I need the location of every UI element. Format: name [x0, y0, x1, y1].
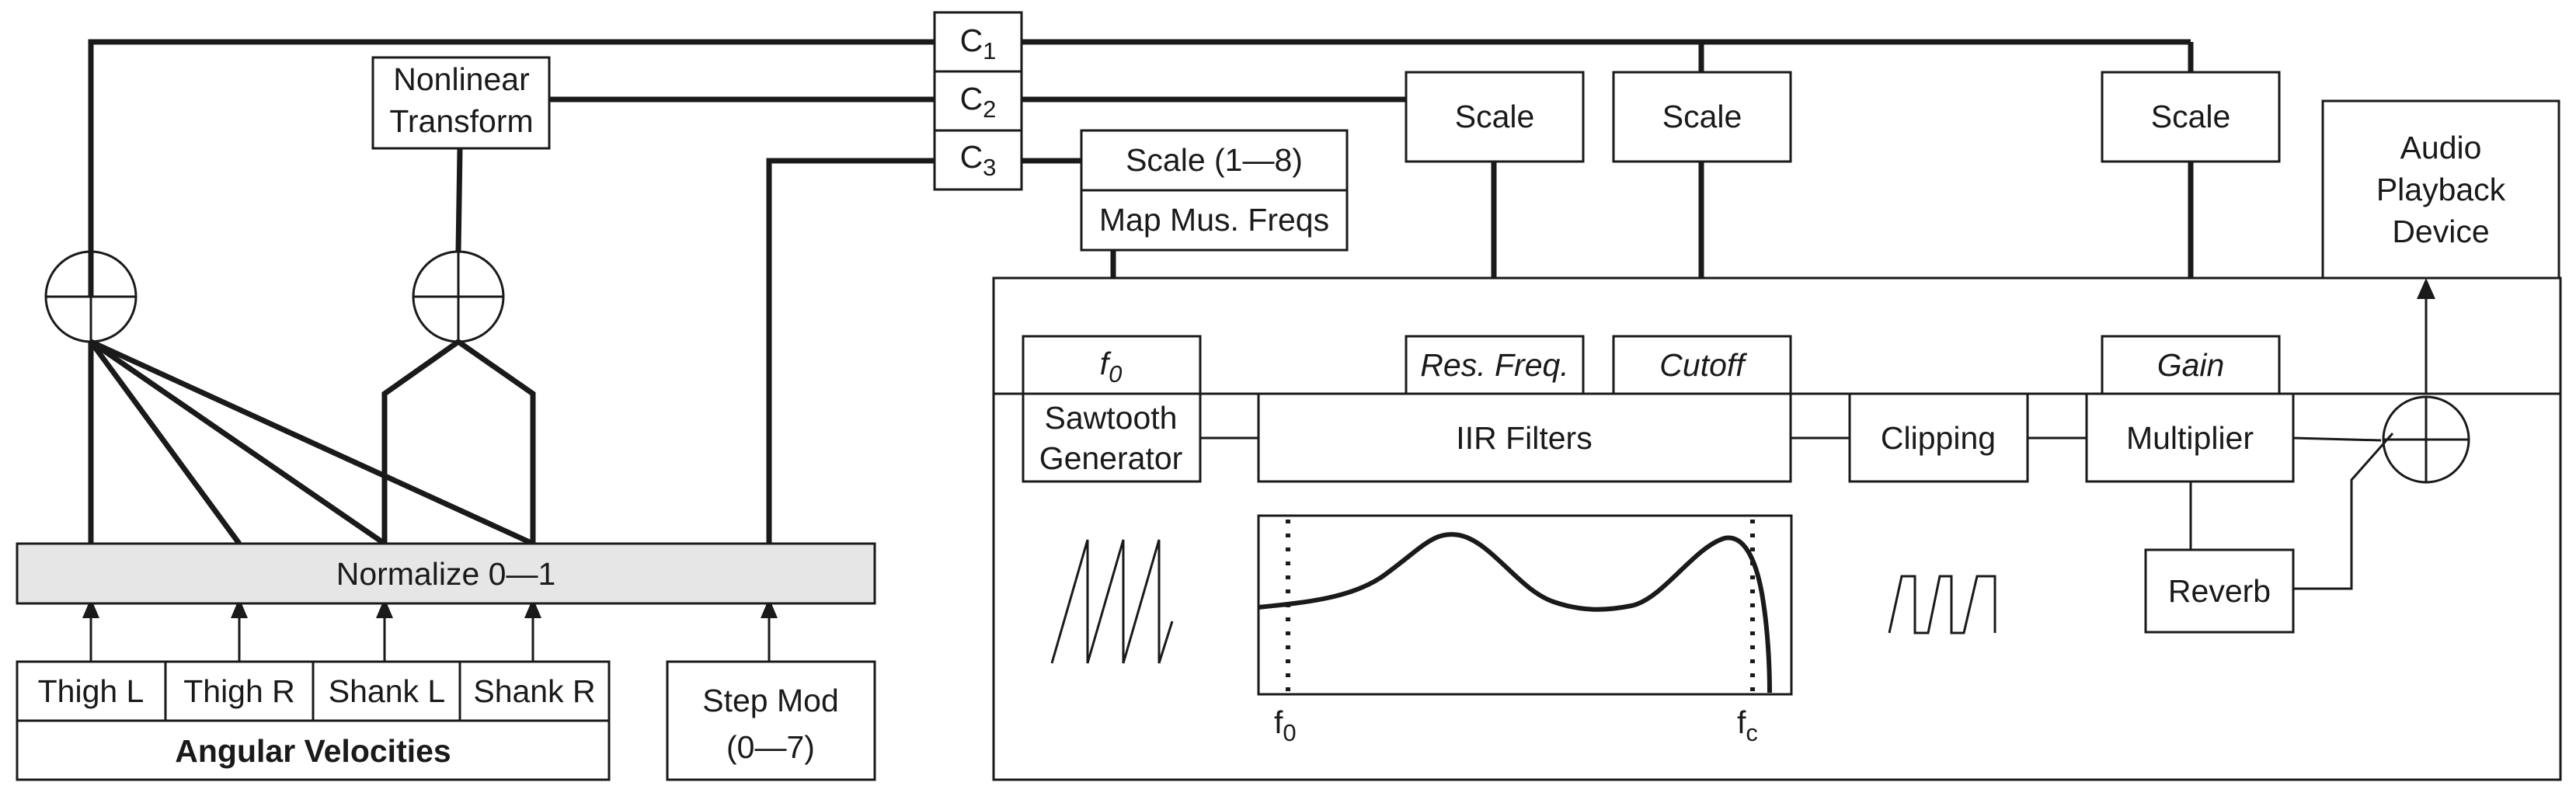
link-reverb-to-sum — [2293, 433, 2394, 590]
audio-label-3: Device — [2392, 214, 2489, 249]
arrowhead-thigh-r — [231, 598, 248, 618]
wire-thigh-r-to-sum1 — [89, 339, 242, 546]
channel-c1-label: C1 — [960, 23, 997, 64]
iir-filters — [1257, 392, 1792, 483]
input-thigh-r: Thigh R — [183, 673, 295, 709]
sum-junction-out — [2382, 395, 2470, 484]
input-shank-l: Shank L — [329, 673, 445, 709]
nonlinear-label-2: Transform — [389, 103, 533, 139]
arrowhead-thigh-l — [82, 598, 99, 618]
param-f0-box — [1022, 335, 1202, 395]
clipping-label: Clipping — [1881, 420, 1996, 456]
marker-f0-label: f0 — [1274, 704, 1297, 746]
arrowhead-step-mod — [761, 598, 778, 618]
map-freqs-label: Map Mus. Freqs — [1099, 202, 1329, 238]
param-cutoff-label: Cutoff — [1659, 347, 1747, 383]
nonlinear-transform-block — [371, 56, 551, 150]
param-gain-box — [2101, 335, 2281, 395]
scale-range-label: Scale (1—8) — [1126, 142, 1303, 178]
sawtooth-waveform-icon — [1050, 539, 1174, 664]
multiplier-block — [2085, 392, 2295, 483]
channel-c2-label: C2 — [960, 81, 997, 123]
step-mod-label-1: Step Mod — [702, 683, 839, 718]
wire-shank-l-to-sum1 — [89, 339, 386, 546]
audio-label-1: Audio — [2400, 130, 2482, 165]
scale-gain-block — [2101, 71, 2281, 163]
angular-velocities-label: Angular Velocities — [175, 733, 451, 769]
input-section: Normalize 0—1 Thigh L Thigh R Shank L Sh… — [16, 56, 876, 781]
nonlinear-label-1: Nonlinear — [393, 61, 530, 97]
sum-junction-1 — [44, 250, 138, 343]
clipping-block — [1848, 392, 2029, 483]
arrowhead-shank-l — [376, 598, 393, 618]
normalize-label: Normalize 0—1 — [336, 556, 556, 592]
channel-c2 — [933, 70, 1023, 132]
synth-section: f0 Res. Freq. Cutoff Gain Sawtooth Gener… — [992, 276, 2562, 781]
scale-range-block — [1080, 129, 1349, 192]
wire-shank-r-to-sum2 — [456, 339, 536, 544]
multiplier-label: Multiplier — [2126, 420, 2254, 456]
filter-response-plot — [1257, 514, 1793, 696]
param-res-label: Res. Freq. — [1420, 347, 1568, 383]
param-gain-label: Gain — [2157, 347, 2225, 383]
scale-res-block — [1405, 71, 1585, 163]
wire-stepmod-to-c3 — [766, 158, 935, 544]
channel-c3 — [933, 129, 1023, 191]
filter-response-curve — [1258, 532, 1772, 694]
channel-c1 — [933, 11, 1023, 73]
link-mult-to-sum — [2292, 436, 2382, 442]
arrowhead-shank-r — [524, 598, 541, 618]
input-thigh-l: Thigh L — [38, 673, 144, 709]
wire-sum2-to-nonlinear — [455, 148, 463, 252]
arrowhead-audio — [2417, 278, 2435, 299]
scale-cutoff-label: Scale — [1662, 99, 1742, 134]
channel-c3-label: C3 — [960, 139, 997, 181]
audio-playback-device — [2321, 99, 2560, 280]
scale-gain-label: Scale — [2151, 99, 2231, 134]
sum-junction-2 — [412, 250, 505, 343]
step-mod-label-2: (0—7) — [726, 729, 815, 765]
reverb-label: Reverb — [2168, 573, 2271, 609]
wire-shank-r-to-sum1 — [89, 339, 534, 547]
step-mod-block — [666, 660, 876, 781]
wire-shank-l-to-sum2 — [381, 339, 461, 544]
scale-res-label: Scale — [1455, 99, 1535, 134]
clipped-waveform-icon — [1888, 575, 1996, 634]
iir-label: IIR Filters — [1456, 420, 1592, 456]
scale-blocks: Scale (1—8) Map Mus. Freqs Scale Scale S… — [1080, 71, 2560, 280]
reverb-block — [2144, 548, 2295, 634]
normalize-block — [16, 542, 876, 605]
param-f0-label: f0 — [1100, 346, 1123, 388]
sawtooth-label-1: Sawtooth — [1045, 400, 1178, 436]
input-shank-r: Shank R — [473, 673, 595, 709]
wire-sum1-to-c1 — [88, 39, 935, 297]
param-res-box — [1405, 335, 1585, 395]
param-cutoff-box — [1612, 335, 1792, 395]
marker-fc-label: fc — [1737, 704, 1758, 746]
audio-label-2: Playback — [2376, 172, 2506, 207]
sawtooth-generator — [1022, 392, 1202, 483]
map-freqs-block — [1080, 189, 1349, 252]
sawtooth-label-2: Generator — [1039, 440, 1183, 476]
channel-stack: C1 C2 C3 — [933, 11, 1023, 191]
scale-cutoff-block — [1612, 71, 1792, 163]
